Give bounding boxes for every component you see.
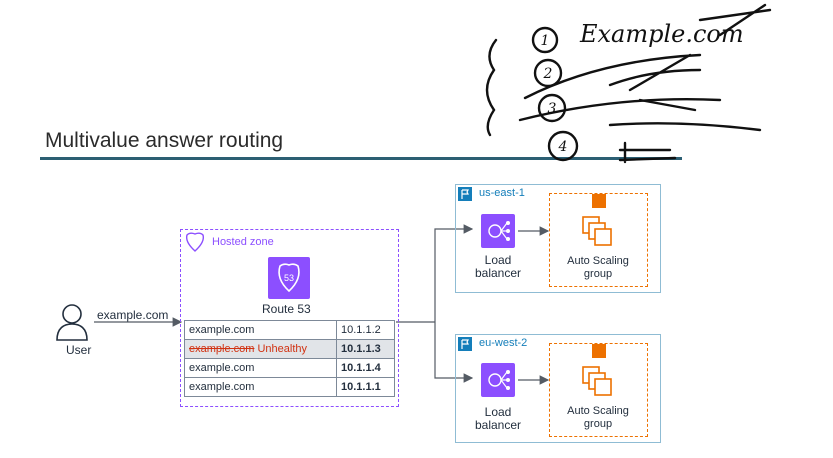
asg-badge-icon (592, 344, 606, 358)
record-ip: 10.1.1.3 (336, 339, 395, 359)
scribble-brace (485, 38, 498, 137)
lb-label-line: Load (484, 253, 512, 267)
table-row-unhealthy: example.com Unhealthy 10.1.1.3 (184, 339, 395, 359)
load-balancer-label: Load balancer (468, 254, 528, 280)
route53-icon: 53 (268, 257, 310, 299)
region-label: eu-west-2 (479, 337, 528, 349)
region-flag-icon (458, 187, 472, 201)
region-flag-icon (458, 337, 472, 351)
record-ip: 10.1.1.1 (336, 377, 395, 397)
asg-label: Auto Scaling group (558, 255, 638, 281)
lb-label-line: Load (484, 405, 512, 419)
hosted-zone-icon (185, 232, 205, 252)
table-row: example.com 10.1.1.4 (184, 358, 395, 378)
asg-label-line: Auto Scaling (567, 405, 629, 417)
record-name-cell: example.com Unhealthy (184, 339, 337, 359)
record-ip: 10.1.1.2 (336, 320, 395, 340)
title-divider (40, 157, 682, 160)
asg-badge-icon (592, 194, 606, 208)
load-balancer-icon (481, 214, 515, 248)
load-balancer-icon (481, 363, 515, 397)
asg-label-line: group (583, 268, 613, 280)
asg-label-line: group (583, 418, 613, 430)
dns-query-label: example.com (97, 308, 169, 322)
load-balancer-label: Load balancer (468, 406, 528, 432)
auto-scaling-group-box (549, 343, 648, 437)
auto-scaling-group-box (549, 193, 648, 287)
route53-label: Route 53 (262, 302, 311, 316)
region-eu-west-2 (455, 334, 661, 443)
user-label: User (66, 343, 92, 357)
to-eu-west-arrow (434, 322, 474, 383)
region-us-east-1 (455, 184, 661, 293)
annotation-number: 2 (543, 66, 553, 82)
annotation-number: 1 (541, 33, 550, 49)
record-name: example.com (184, 377, 337, 397)
annotation-number: 4 (558, 139, 568, 155)
asg-label-line: Auto Scaling (567, 255, 629, 267)
lb-label-line: balancer (474, 418, 522, 432)
record-name-struck: example.com (189, 343, 255, 355)
unhealthy-status: Unhealthy (257, 343, 308, 355)
ec2-instances-icon (582, 366, 612, 396)
page-title: Multivalue answer routing (45, 129, 284, 152)
hosted-zone-label: Hosted zone (212, 236, 274, 248)
user-icon (56, 304, 88, 341)
record-ip: 10.1.1.4 (336, 358, 395, 378)
annotation-scribble-text: Example.com (579, 20, 744, 48)
route53-badge: 53 (284, 273, 294, 283)
dns-records-table: example.com 10.1.1.2 example.com Unhealt… (184, 320, 395, 397)
asg-label: Auto Scaling group (558, 405, 638, 431)
table-row: example.com 10.1.1.1 (184, 377, 395, 397)
hosted-zone-container (180, 229, 399, 407)
to-us-east-arrow (434, 224, 474, 322)
lb-label-line: balancer (474, 266, 522, 280)
ec2-instances-icon (582, 216, 612, 246)
scribble-stroke (523, 53, 702, 100)
region-label: us-east-1 (479, 187, 525, 199)
annotation-number: 3 (548, 101, 557, 117)
